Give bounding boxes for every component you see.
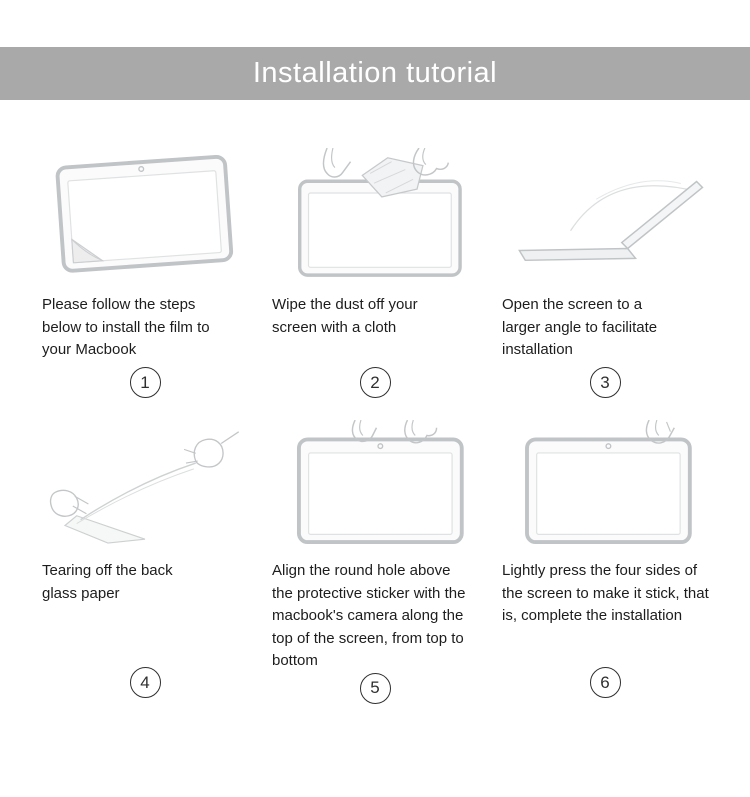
header-bar: Installation tutorial bbox=[0, 47, 750, 100]
step-caption: Tearing off the back glass paper bbox=[42, 562, 173, 602]
step-number-badge: 4 bbox=[129, 667, 161, 698]
step-number-badge: 3 bbox=[589, 367, 621, 398]
step-number-badge: 1 bbox=[129, 367, 161, 398]
step-6: Lightly press the four sides of the scre… bbox=[490, 420, 720, 706]
step-caption: Lightly press the four sides of the scre… bbox=[502, 562, 709, 624]
step-caption: Align the round hole above the protectiv… bbox=[272, 562, 466, 669]
step-5: Align the round hole above the protectiv… bbox=[260, 420, 490, 706]
step-4: Tearing off the back glass paper 4 bbox=[30, 420, 260, 706]
macbook-screen-peeling-film-illustration bbox=[36, 148, 254, 280]
hands-aligning-film-at-camera-illustration bbox=[266, 420, 484, 546]
step-1: Please follow the steps below to install… bbox=[30, 148, 260, 406]
step-number-badge: 2 bbox=[359, 367, 391, 398]
step-3: Open the screen to a larger angle to fac… bbox=[490, 148, 720, 406]
tutorial-grid: Please follow the steps below to install… bbox=[0, 148, 750, 706]
page-title: Installation tutorial bbox=[252, 57, 498, 89]
hands-tearing-back-paper-illustration bbox=[36, 420, 254, 546]
hands-wiping-screen-with-cloth-illustration bbox=[266, 148, 484, 280]
hand-pressing-screen-sides-illustration bbox=[496, 420, 714, 546]
step-caption: Wipe the dust off your screen with a clo… bbox=[272, 296, 418, 336]
step-number-badge: 6 bbox=[589, 667, 621, 698]
step-number-badge: 5 bbox=[359, 672, 391, 704]
step-2: Wipe the dust off your screen with a clo… bbox=[260, 148, 490, 406]
laptop-opened-wide-angle-illustration bbox=[496, 148, 714, 280]
step-caption: Open the screen to a larger angle to fac… bbox=[502, 296, 658, 358]
step-caption: Please follow the steps below to install… bbox=[42, 296, 210, 358]
